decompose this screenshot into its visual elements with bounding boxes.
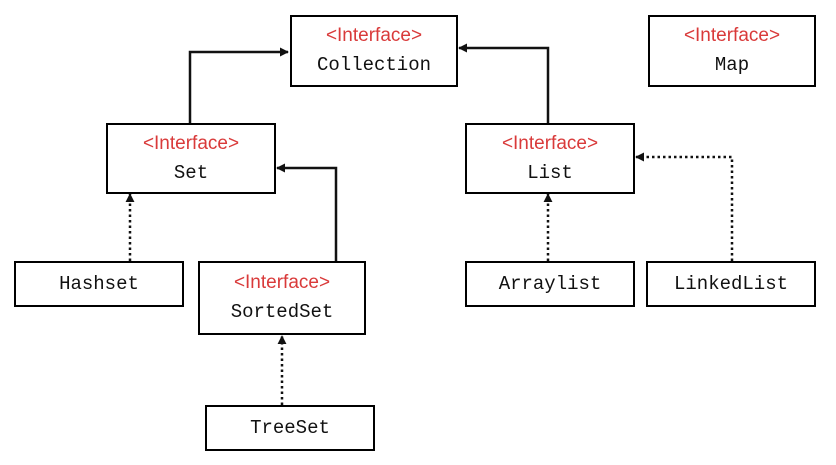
class-name: Collection [316,54,432,76]
node-collection: <Interface> Collection [290,15,458,87]
node-treeset: TreeSet [205,405,375,451]
stereotype-label: <Interface> [233,272,331,293]
node-set: <Interface> Set [106,123,276,194]
edge-linkedlist-to-list [635,152,734,261]
node-sortedset: <Interface> SortedSet [198,261,366,335]
node-arraylist: Arraylist [465,261,635,307]
class-name: List [527,161,573,184]
stereotype-label: <Interface> [325,25,423,46]
node-map: <Interface> Map [648,15,816,87]
edge-sortedset-to-set [276,163,338,261]
class-name: LinkedList [673,273,789,295]
class-name: Set [173,161,209,184]
node-linkedlist: LinkedList [646,261,816,307]
stereotype-label: <Interface> [142,132,240,154]
node-hashset: Hashset [14,261,184,307]
class-name: TreeSet [250,417,330,439]
node-list: <Interface> List [465,123,635,194]
class-name: Hashset [59,273,139,295]
stereotype-label: <Interface> [501,132,599,154]
class-name: Map [714,54,750,76]
class-name: SortedSet [230,301,334,323]
edge-set-to-collection [188,47,289,123]
edge-list-to-collection [458,43,550,123]
stereotype-label: <Interface> [683,25,781,46]
class-name: Arraylist [498,273,602,295]
